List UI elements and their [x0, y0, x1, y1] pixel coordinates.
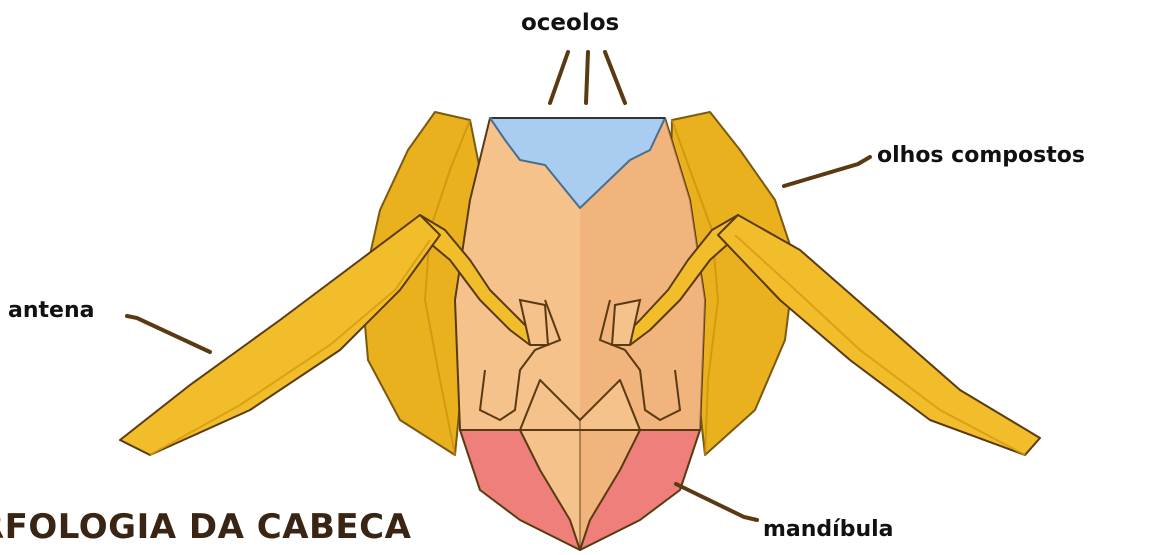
mandible-label: mandíbula: [763, 519, 894, 541]
leader-mandible: [676, 484, 757, 520]
leader-ocelli-center: [586, 52, 588, 103]
leader-ocelli-left: [550, 52, 568, 103]
leader-ocelli-right: [605, 52, 625, 103]
ocelli-label: oceolos: [521, 12, 619, 35]
compound-eyes-label: olhos compostos: [877, 145, 1085, 167]
diagram-title: RFOLOGIA DA CABECA: [0, 510, 411, 544]
leader-antenna: [127, 316, 210, 352]
leader-compound-eyes: [784, 157, 870, 186]
antenna-label: antena: [8, 300, 94, 322]
